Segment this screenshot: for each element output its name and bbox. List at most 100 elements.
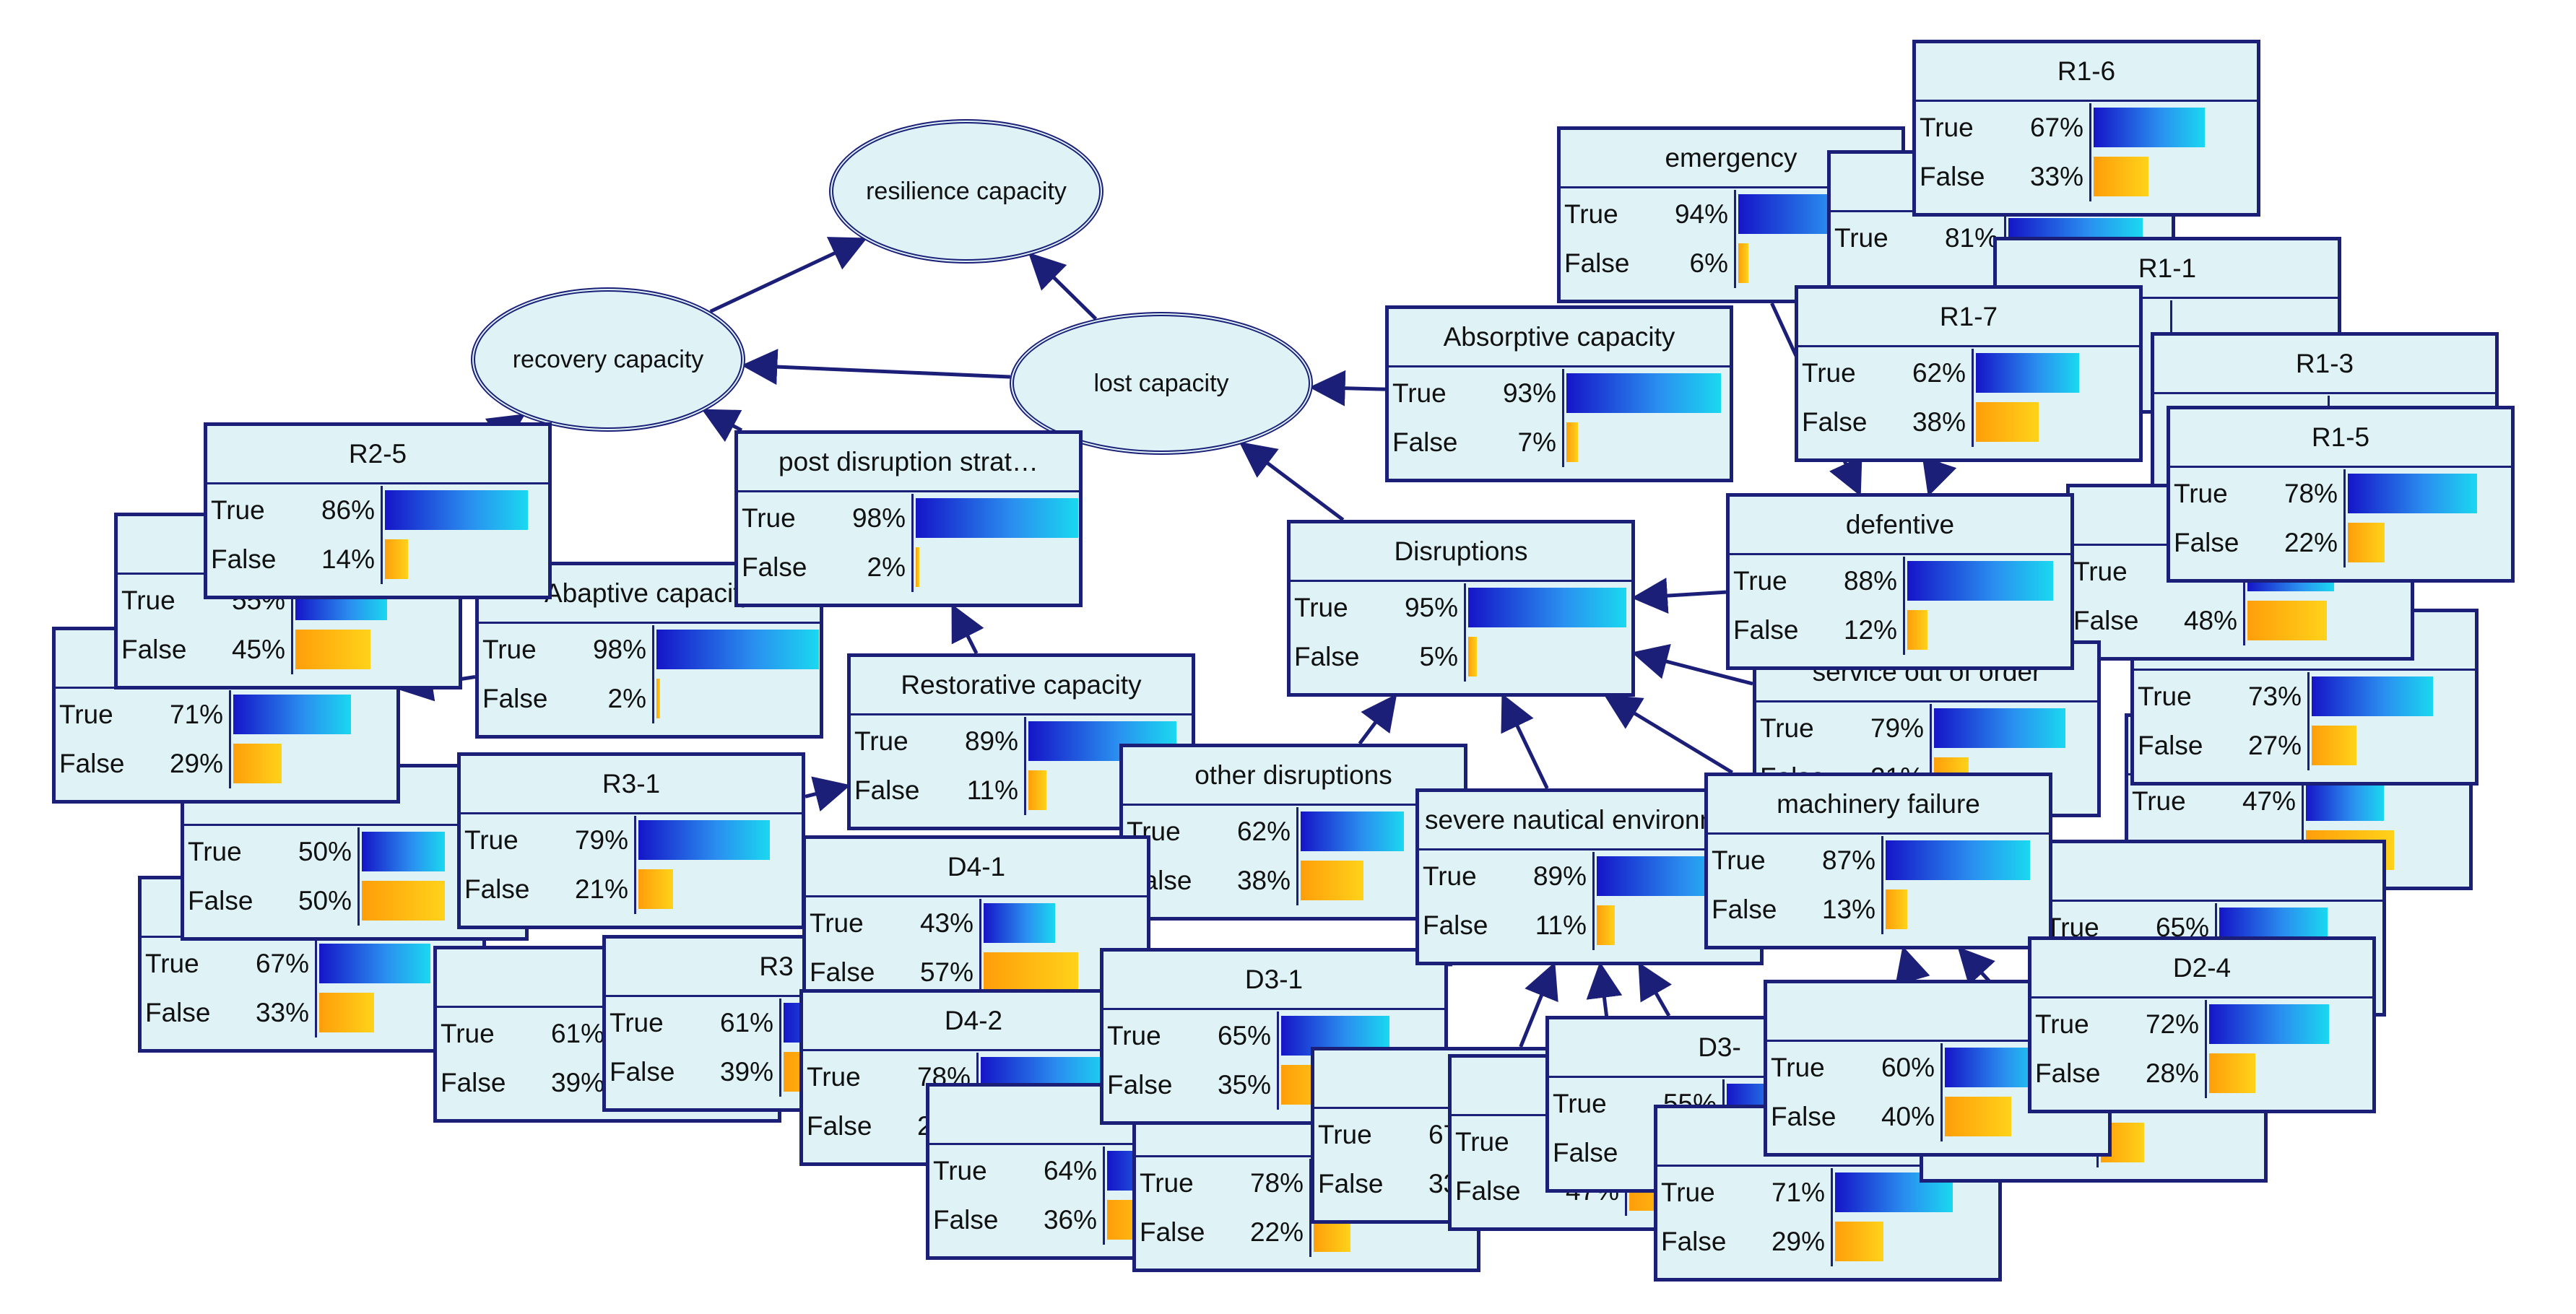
state-label: True xyxy=(742,503,796,533)
node-title: R1-5 xyxy=(2170,409,2511,468)
probability-bar-false xyxy=(1597,905,1615,945)
state-label: True xyxy=(1318,1120,1372,1149)
probability-bar-true xyxy=(984,903,1055,943)
edge-recovery-to-resilience xyxy=(709,237,867,313)
state-percent: 67% xyxy=(2029,113,2083,142)
probability-bar-false xyxy=(656,679,660,718)
probability-bar-true xyxy=(1566,373,1721,413)
state-label: False xyxy=(1140,1217,1205,1247)
probability-bar-true xyxy=(1301,812,1404,851)
state-percent: 29% xyxy=(169,749,223,778)
edge-r3-1-to-restorative xyxy=(805,776,851,812)
edge-restorative-to-post xyxy=(951,604,984,655)
state-percent: 78% xyxy=(2284,479,2338,508)
state-percent: 33% xyxy=(2029,162,2083,191)
node-title: emergency xyxy=(1561,130,1901,188)
state-percent: 14% xyxy=(321,544,375,574)
state-percent: 79% xyxy=(574,825,628,855)
probability-bar-false xyxy=(2312,726,2356,765)
state-label: False xyxy=(1294,642,1360,671)
state-label: True xyxy=(1771,1053,1825,1082)
state-percent: 47% xyxy=(2242,786,2296,816)
probability-bar-false xyxy=(233,744,282,783)
node-label: resilience capacity xyxy=(866,177,1067,205)
state-label: True xyxy=(188,837,242,866)
state-label: False xyxy=(742,552,807,582)
state-percent: 65% xyxy=(1217,1021,1271,1050)
state-percent: 28% xyxy=(2145,1058,2199,1088)
state-percent: 98% xyxy=(592,635,646,664)
node-title xyxy=(2134,612,2475,671)
probability-bar-false xyxy=(319,993,374,1032)
probability-bar-true xyxy=(362,832,445,871)
probability-bar-false xyxy=(1976,402,2039,442)
state-label: False xyxy=(211,544,277,574)
state-percent: 12% xyxy=(1843,615,1897,645)
state-label: False xyxy=(1802,407,1868,437)
state-percent: 22% xyxy=(2284,528,2338,557)
state-percent: 62% xyxy=(1236,817,1291,846)
state-label: True xyxy=(1392,378,1447,408)
state-label: False xyxy=(1318,1169,1384,1198)
probability-bar-false xyxy=(1028,770,1046,810)
state-label: True xyxy=(2174,479,2228,508)
node-title: defentive xyxy=(1730,497,2070,555)
state-label: False xyxy=(807,1111,872,1141)
state-label: False xyxy=(1733,615,1799,645)
state-label: True xyxy=(1802,358,1856,388)
probability-bar-false xyxy=(1301,861,1363,900)
state-percent: 95% xyxy=(1404,593,1458,622)
state-percent: 29% xyxy=(1771,1227,1825,1256)
state-percent: 11% xyxy=(966,775,1018,805)
probability-bar-true xyxy=(1934,708,2065,748)
state-percent: 88% xyxy=(1843,566,1897,596)
node-recovery-capacity[interactable]: recovery capacity xyxy=(471,287,745,432)
state-label: True xyxy=(2132,786,2186,816)
node-title: R1-6 xyxy=(1916,43,2257,102)
node-title: R1-7 xyxy=(1798,289,2139,347)
state-label: True xyxy=(1733,566,1787,596)
state-percent: 6% xyxy=(1689,248,1728,278)
state-row-true: True 65% xyxy=(1107,1011,1389,1061)
state-percent: 39% xyxy=(719,1057,773,1087)
state-label: True xyxy=(464,825,519,855)
state-label: True xyxy=(1107,1021,1161,1050)
node-title xyxy=(1657,1108,1998,1167)
state-label: False xyxy=(1712,895,1777,924)
node-title: D2-4 xyxy=(2031,940,2372,998)
state-percent: 48% xyxy=(2183,606,2237,635)
node-title: R3 xyxy=(606,939,947,997)
state-percent: 61% xyxy=(719,1008,773,1037)
node-resilience-capacity[interactable]: resilience capacity xyxy=(829,119,1103,264)
state-label: True xyxy=(1920,113,1974,142)
probability-bar-true xyxy=(1907,561,2053,601)
state-percent: 89% xyxy=(964,726,1018,756)
